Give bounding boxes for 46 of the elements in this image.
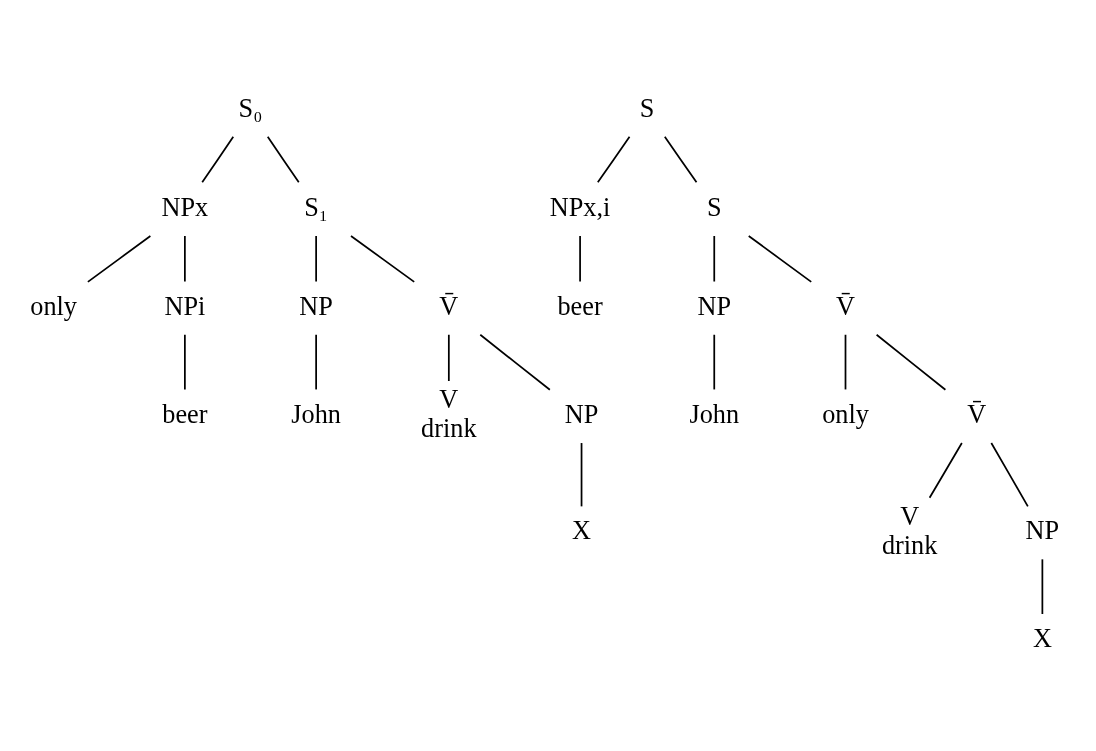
connector: [184, 235, 186, 283]
node-text: NPx: [161, 192, 209, 222]
node-text: John: [291, 399, 341, 429]
node-text: John: [689, 399, 740, 429]
connector: [990, 442, 1029, 508]
connector: [201, 135, 235, 184]
node-text: NP: [299, 291, 333, 321]
node-text: V drink: [881, 501, 938, 560]
node-text: X: [1032, 624, 1052, 654]
node-text: S₀: [238, 93, 263, 123]
node-text: NP: [564, 399, 599, 429]
node-text: V̄: [967, 399, 987, 429]
connector: [315, 235, 317, 283]
node-text: only: [822, 399, 869, 429]
connector: [713, 333, 716, 391]
connector: [350, 235, 416, 283]
connector: [875, 333, 947, 391]
connector: [928, 442, 963, 499]
connector: [663, 135, 698, 184]
node-text: V̄: [836, 291, 855, 321]
connector: [713, 235, 716, 283]
node-text: S₁: [304, 192, 329, 222]
connector: [580, 442, 583, 508]
connector: [844, 333, 847, 391]
connector: [1041, 558, 1044, 615]
connector: [479, 333, 551, 391]
node-text: NP: [1025, 516, 1060, 546]
node-text: S: [706, 192, 722, 222]
connector: [315, 333, 317, 391]
node-text: V̄: [439, 291, 459, 321]
connector: [596, 135, 631, 184]
connector: [747, 235, 813, 283]
connector: [87, 235, 152, 283]
connector: [579, 235, 581, 283]
node-text: NP: [697, 291, 732, 321]
connector: [447, 333, 450, 382]
node-text: V drink: [421, 385, 477, 444]
connector: [184, 333, 186, 391]
connector: [266, 135, 300, 184]
node-text: only: [30, 291, 77, 321]
node-text: X: [572, 516, 592, 546]
node-text: NPx,i: [549, 192, 611, 222]
node-text: NPi: [164, 291, 206, 321]
node-text: S: [639, 93, 655, 123]
node-text: beer: [162, 399, 208, 429]
node-text: beer: [557, 291, 603, 321]
